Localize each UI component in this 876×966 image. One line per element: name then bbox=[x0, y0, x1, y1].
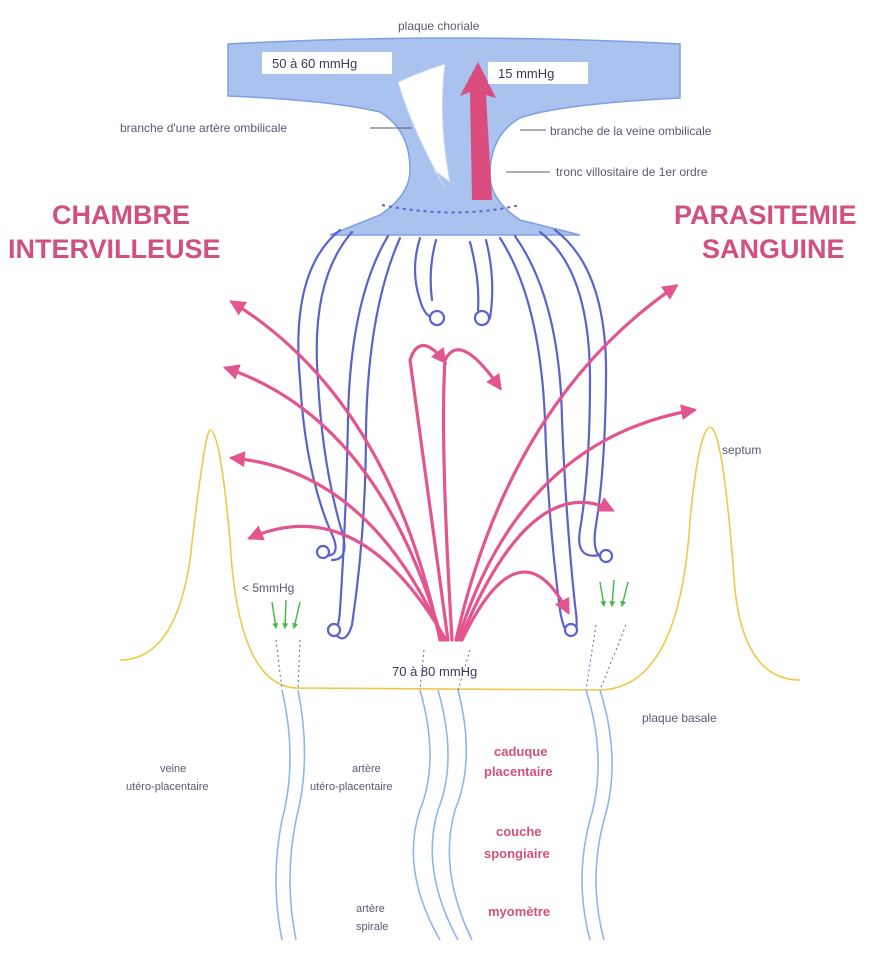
vein-pressure-label: 15 mmHg bbox=[498, 66, 554, 81]
couche-label-line2: spongiaire bbox=[484, 846, 550, 861]
artery-pressure-label: 50 à 60 mmHg bbox=[272, 56, 357, 71]
villous-tree bbox=[298, 230, 612, 638]
branche-veine-label: branche de la veine ombilicale bbox=[550, 124, 712, 138]
artere-label-line2: utéro-placentaire bbox=[310, 781, 393, 793]
artere-label-line1: artère bbox=[352, 763, 381, 775]
uteroplacental-vessels bbox=[276, 690, 612, 940]
septum-outline bbox=[120, 427, 800, 690]
couche-label-line1: couche bbox=[496, 824, 542, 839]
tronc-label: tronc villositaire de 1er ordre bbox=[556, 165, 708, 179]
myometre-label: myomètre bbox=[488, 904, 550, 919]
caduque-label-line2: placentaire bbox=[484, 764, 553, 779]
low-pressure-label: < 5mmHg bbox=[242, 581, 294, 595]
high-pressure-label: 70 à 80 mmHg bbox=[392, 664, 477, 679]
septum-label: septum bbox=[722, 443, 761, 457]
caduque-label-line1: caduque bbox=[494, 744, 547, 759]
veine-label-line2: utéro-placentaire bbox=[126, 781, 209, 793]
chambre-title-line1: CHAMBRE bbox=[52, 200, 190, 230]
plaque-choriale-label: plaque choriale bbox=[398, 19, 480, 33]
spirale-label-line2: spirale bbox=[356, 921, 388, 933]
plaque-basale-label: plaque basale bbox=[642, 711, 717, 725]
chambre-title-line2: INTERVILLEUSE bbox=[8, 234, 221, 264]
maternal-blood-arrows bbox=[226, 286, 694, 640]
spirale-label-line1: artère bbox=[356, 903, 385, 915]
veine-label-line1: veine bbox=[160, 763, 186, 775]
parasitemie-title-line2: SANGUINE bbox=[702, 234, 845, 264]
branche-artere-label: branche d'une artère ombilicale bbox=[120, 121, 287, 135]
parasitemie-title-line1: PARASITEMIE bbox=[674, 200, 857, 230]
